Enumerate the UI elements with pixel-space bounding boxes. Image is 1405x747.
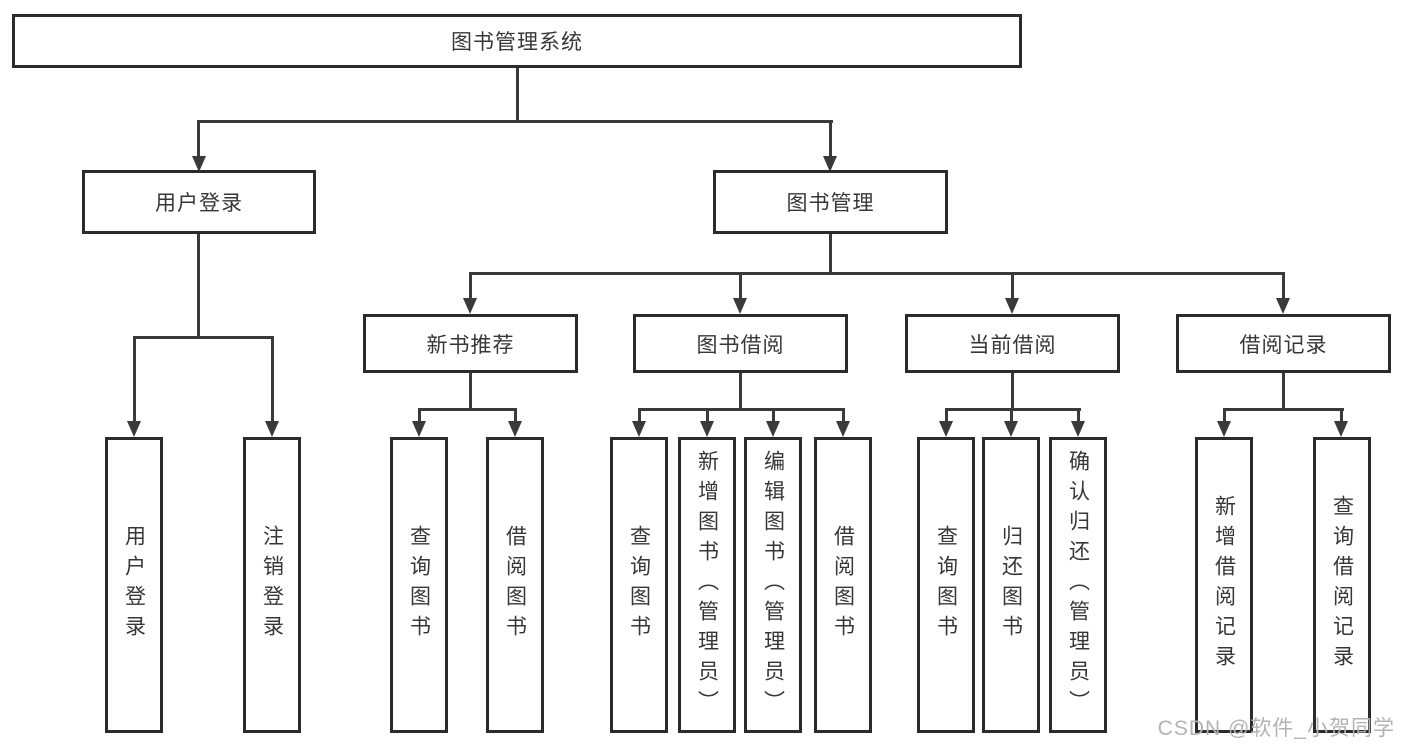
connector-book-borrow-branch [638,408,845,411]
node-user-login: 用户登录 [82,170,316,234]
connector-to-leaf-br-query [1340,408,1343,421]
connector-user-login-stem [197,234,200,336]
connector-borrow-records-branch [1223,408,1344,411]
node-new-book-recommend: 新书推荐 [363,314,578,373]
node-root-label: 图书管理系统 [451,31,583,54]
leaf-borrowing-add-books-admin-label: 新增图书（管理员） [695,450,719,720]
node-root: 图书管理系统 [12,14,1022,68]
connector-to-book-management [829,120,832,156]
leaf-borrowing-query-books: 查询图书 [610,437,668,733]
node-new-book-recommend-label: 新书推荐 [426,333,515,357]
arrowhead-leaf-logout [265,421,279,437]
node-book-management: 图书管理 [713,170,948,234]
leaf-current-confirm-return-admin: 确认归还（管理员） [1049,437,1107,733]
connector-root-branch [197,120,833,123]
leaf-logout-label: 注销登录 [260,525,284,645]
arrowhead-leaf-bb-edit [766,421,780,437]
arrowhead-leaf-nb-borrow [508,421,522,437]
arrowhead-user-login [192,156,206,172]
node-current-borrowing-label: 当前借阅 [968,333,1057,357]
node-book-borrowing: 图书借阅 [633,314,848,373]
leaf-newbook-borrow-books: 借阅图书 [486,437,544,733]
leaf-borrowing-borrow-books: 借阅图书 [814,437,872,733]
connector-to-new-book [469,272,472,298]
leaf-records-query-record: 查询借阅记录 [1313,437,1371,733]
leaf-records-add-record-label: 新增借阅记录 [1212,495,1236,675]
connector-to-leaf-logout [271,336,274,421]
arrowhead-book-borrow [733,298,747,314]
arrowhead-borrow-records [1276,298,1290,314]
connector-to-leaf-bb-edit [772,408,775,421]
connector-to-leaf-cb-return [1010,408,1013,421]
connector-to-leaf-cb-query [945,408,948,421]
connector-to-leaf-nb-borrow [514,408,517,421]
leaf-user-login-label: 用户登录 [122,525,146,645]
leaf-borrowing-borrow-books-label: 借阅图书 [831,525,855,645]
arrowhead-leaf-bb-add [700,421,714,437]
node-user-login-label: 用户登录 [155,192,243,215]
leaf-current-confirm-return-admin-label: 确认归还（管理员） [1066,450,1090,720]
connector-book-borrow-stem [739,373,742,408]
leaf-borrowing-edit-books-admin-label: 编辑图书（管理员） [761,450,785,720]
connector-current-borrow-stem [1011,373,1014,408]
leaf-borrowing-add-books-admin: 新增图书（管理员） [678,437,736,733]
leaf-current-query-books-label: 查询图书 [934,525,958,645]
node-book-borrowing-label: 图书借阅 [696,333,785,357]
node-current-borrowing: 当前借阅 [905,314,1120,373]
connector-book-mgmt-stem [829,234,832,272]
connector-root-stem [516,68,519,120]
node-borrow-records-label: 借阅记录 [1239,333,1328,357]
arrowhead-current-borrow [1005,298,1019,314]
node-book-management-label: 图书管理 [786,192,875,215]
leaf-newbook-borrow-books-label: 借阅图书 [503,525,527,645]
leaf-records-query-record-label: 查询借阅记录 [1330,495,1354,675]
connector-to-borrow-records [1282,272,1285,298]
csdn-watermark: CSDN @软件_小贺同学 [1157,717,1395,740]
connector-to-leaf-bb-borrow [842,408,845,421]
connector-to-user-login [197,120,200,156]
connector-to-leaf-br-add [1223,408,1226,421]
node-borrow-records: 借阅记录 [1176,314,1391,373]
leaf-newbook-query-books: 查询图书 [390,437,448,733]
connector-current-borrow-branch [945,408,1081,411]
arrowhead-leaf-bb-query [632,421,646,437]
leaf-user-login: 用户登录 [105,437,163,733]
leaf-borrowing-edit-books-admin: 编辑图书（管理员） [744,437,802,733]
connector-new-book-stem [469,373,472,408]
connector-borrow-records-stem [1282,373,1285,408]
leaf-records-add-record: 新增借阅记录 [1195,437,1253,733]
connector-to-book-borrow [739,272,742,298]
arrowhead-leaf-br-add [1217,421,1231,437]
connector-to-current-borrow [1011,272,1014,298]
arrowhead-leaf-nb-query [412,421,426,437]
arrowhead-leaf-br-query [1334,421,1348,437]
leaf-current-return-books-label: 归还图书 [999,525,1023,645]
leaf-newbook-query-books-label: 查询图书 [407,525,431,645]
connector-to-leaf-login [133,336,136,421]
leaf-logout: 注销登录 [243,437,301,733]
connector-to-leaf-bb-query [638,408,641,421]
arrowhead-book-management [823,156,837,172]
connector-to-leaf-nb-query [418,408,421,421]
leaf-current-query-books: 查询图书 [917,437,975,733]
arrowhead-leaf-login [127,421,141,437]
connector-to-leaf-bb-add [706,408,709,421]
connector-to-leaf-cb-confirm [1077,408,1080,421]
leaf-borrowing-query-books-label: 查询图书 [627,525,651,645]
arrowhead-leaf-cb-confirm [1071,421,1085,437]
arrowhead-leaf-cb-query [939,421,953,437]
arrowhead-leaf-cb-return [1004,421,1018,437]
leaf-current-return-books: 归还图书 [982,437,1040,733]
arrowhead-new-book [463,298,477,314]
connector-user-login-branch [133,336,274,339]
connector-book-mgmt-branch [469,272,1285,275]
connector-new-book-branch [418,408,517,411]
arrowhead-leaf-bb-borrow [836,421,850,437]
